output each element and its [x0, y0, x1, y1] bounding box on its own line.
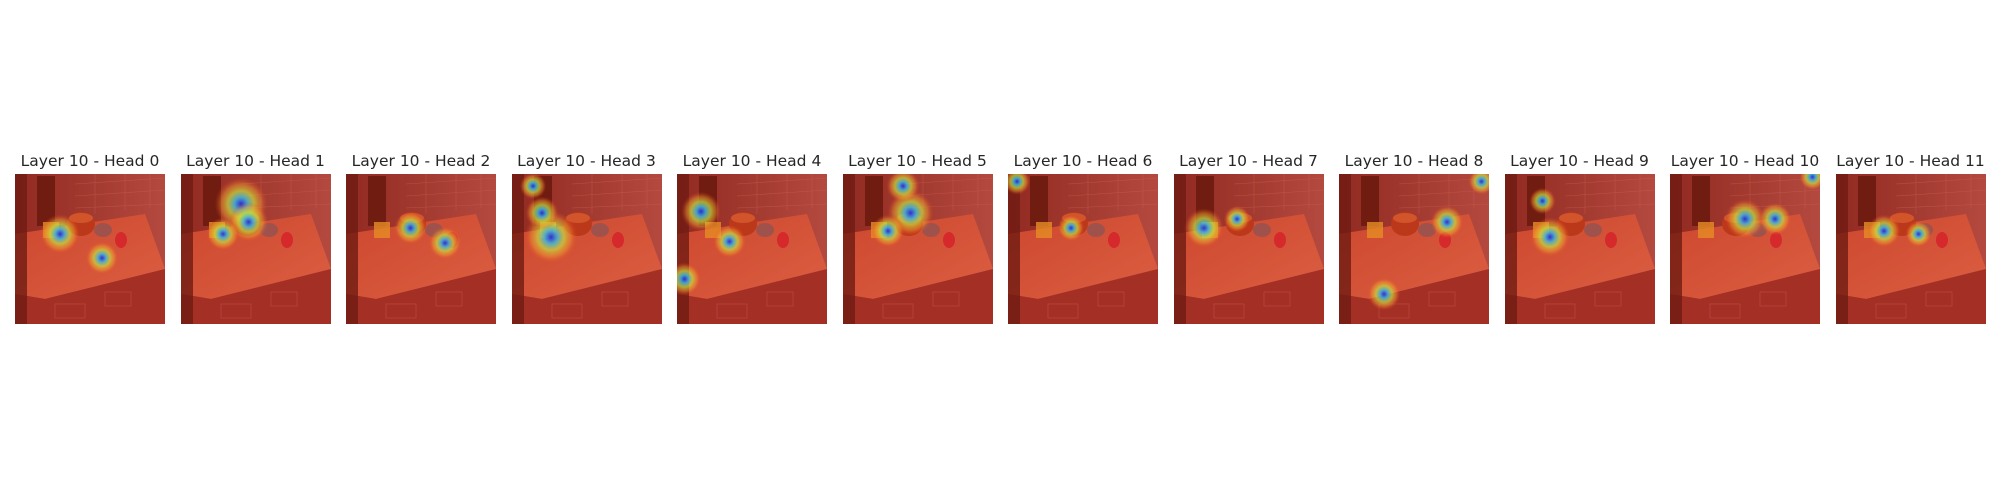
panel-title: Layer 10 - Head 5 [848, 152, 987, 170]
attention-heatmap-image [1504, 174, 1655, 324]
panel-title: Layer 10 - Head 2 [351, 152, 491, 170]
attention-heatmap-image [677, 174, 827, 324]
attention-heatmap-image [1339, 174, 1489, 324]
attention-heatmap-image [511, 174, 662, 324]
attention-heatmap-image [180, 174, 331, 324]
panel-title: Layer 10 - Head 9 [1510, 152, 1649, 170]
panel-title: Layer 10 - Head 0 [20, 152, 160, 170]
panel-title: Layer 10 - Head 7 [1179, 152, 1318, 170]
attention-heatmap-image [1008, 174, 1158, 324]
attention-heatmap-image [1173, 174, 1324, 324]
panel-title: Layer 10 - Head 1 [186, 152, 325, 170]
panel-title: Layer 10 - Head 10 [1670, 152, 1820, 170]
attention-heatmap-image [842, 174, 993, 324]
attention-heatmap-image [1835, 174, 1986, 324]
panel-title: Layer 10 - Head 3 [517, 152, 656, 170]
panel-title: Layer 10 - Head 6 [1013, 152, 1153, 170]
panel-title: Layer 10 - Head 11 [1836, 152, 1985, 170]
attention-heatmap-image [1670, 174, 1820, 324]
attention-heatmap-image [15, 174, 165, 324]
attention-heatmap-image [346, 174, 496, 324]
panel-title: Layer 10 - Head 4 [682, 152, 822, 170]
panel-title: Layer 10 - Head 8 [1344, 152, 1484, 170]
